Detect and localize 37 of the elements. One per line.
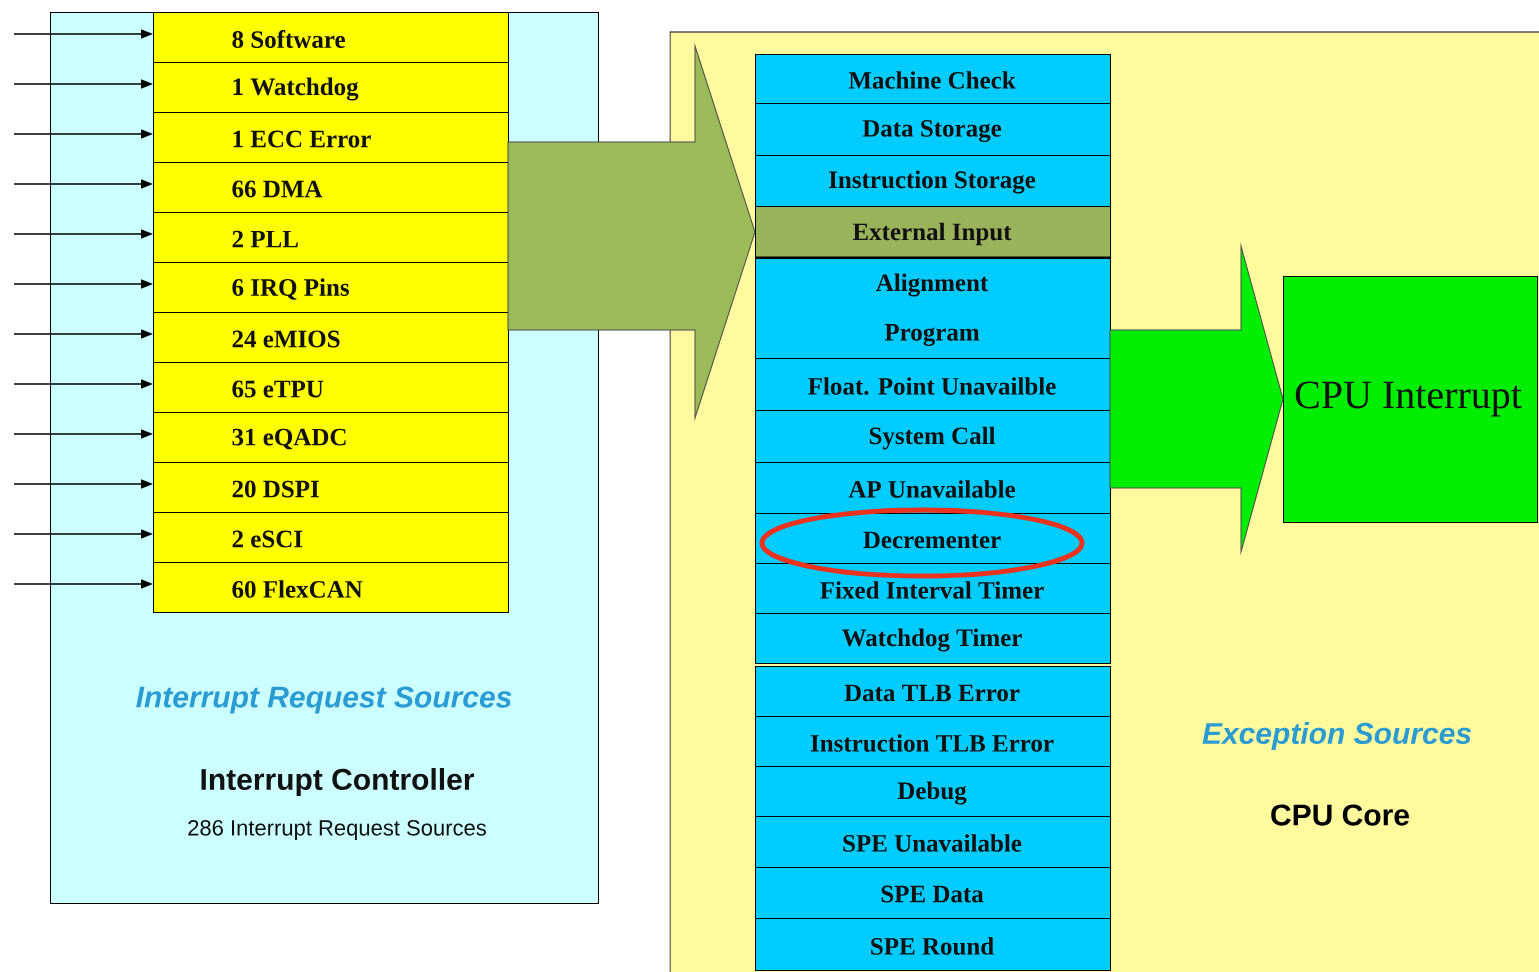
exception-cell: External Input xyxy=(755,206,1111,260)
exception-cell: SPE Unavailable xyxy=(755,816,1111,868)
exception-cell: SPE Round xyxy=(755,918,1111,971)
exception-cell: Fixed Interval Timer xyxy=(755,563,1111,614)
exception-cell: Float. Point Unavailble xyxy=(755,358,1111,411)
source-cell: 6 IRQ Pins xyxy=(153,262,509,313)
exception-cell: Watchdog Timer xyxy=(755,613,1111,664)
exception-cell: System Call xyxy=(755,410,1111,463)
panel-title: CPU Core xyxy=(1271,804,1409,826)
source-cell: 2 eSCI xyxy=(153,512,509,563)
block-arrow xyxy=(507,45,756,419)
exception-cell: Data Storage xyxy=(755,103,1111,156)
source-cell: 31 eQADC xyxy=(153,412,509,463)
source-cell: 24 eMIOS xyxy=(153,312,509,363)
exception-cell: AP Unavailable xyxy=(755,462,1111,514)
source-cell: 60 FlexCAN xyxy=(153,562,509,613)
source-cell: 2 PLL xyxy=(153,212,509,263)
panel-subtitle: 286 Interrupt Request Sources xyxy=(188,820,486,840)
exception-cell: SPE Data xyxy=(755,867,1111,919)
exception-cell: Debug xyxy=(755,766,1111,817)
section-heading: Exception Sources xyxy=(1202,722,1471,750)
source-cell: 1 Watchdog xyxy=(153,62,509,113)
block-arrow xyxy=(1109,245,1284,553)
section-heading: Interrupt Request Sources xyxy=(136,686,512,714)
exception-cell: Decrementer xyxy=(755,513,1111,564)
source-cell: 20 DSPI xyxy=(153,462,509,513)
exception-cell: Data TLB Error xyxy=(755,666,1111,717)
source-cell: 1 ECC Error xyxy=(153,112,509,163)
panel-title: Interrupt Controller xyxy=(201,768,475,796)
exception-cell: Machine Check xyxy=(755,54,1111,104)
source-cell: 8 Software xyxy=(153,12,509,63)
exception-cell: Alignment Program xyxy=(755,258,1111,359)
source-cell: 65 eTPU xyxy=(153,362,509,413)
exception-cell: Instruction TLB Error xyxy=(755,716,1111,767)
source-cell: 66 DMA xyxy=(153,162,509,213)
exception-cell: Instruction Storage xyxy=(755,155,1111,207)
interrupt-box: CPU Interrupt xyxy=(1283,276,1538,523)
